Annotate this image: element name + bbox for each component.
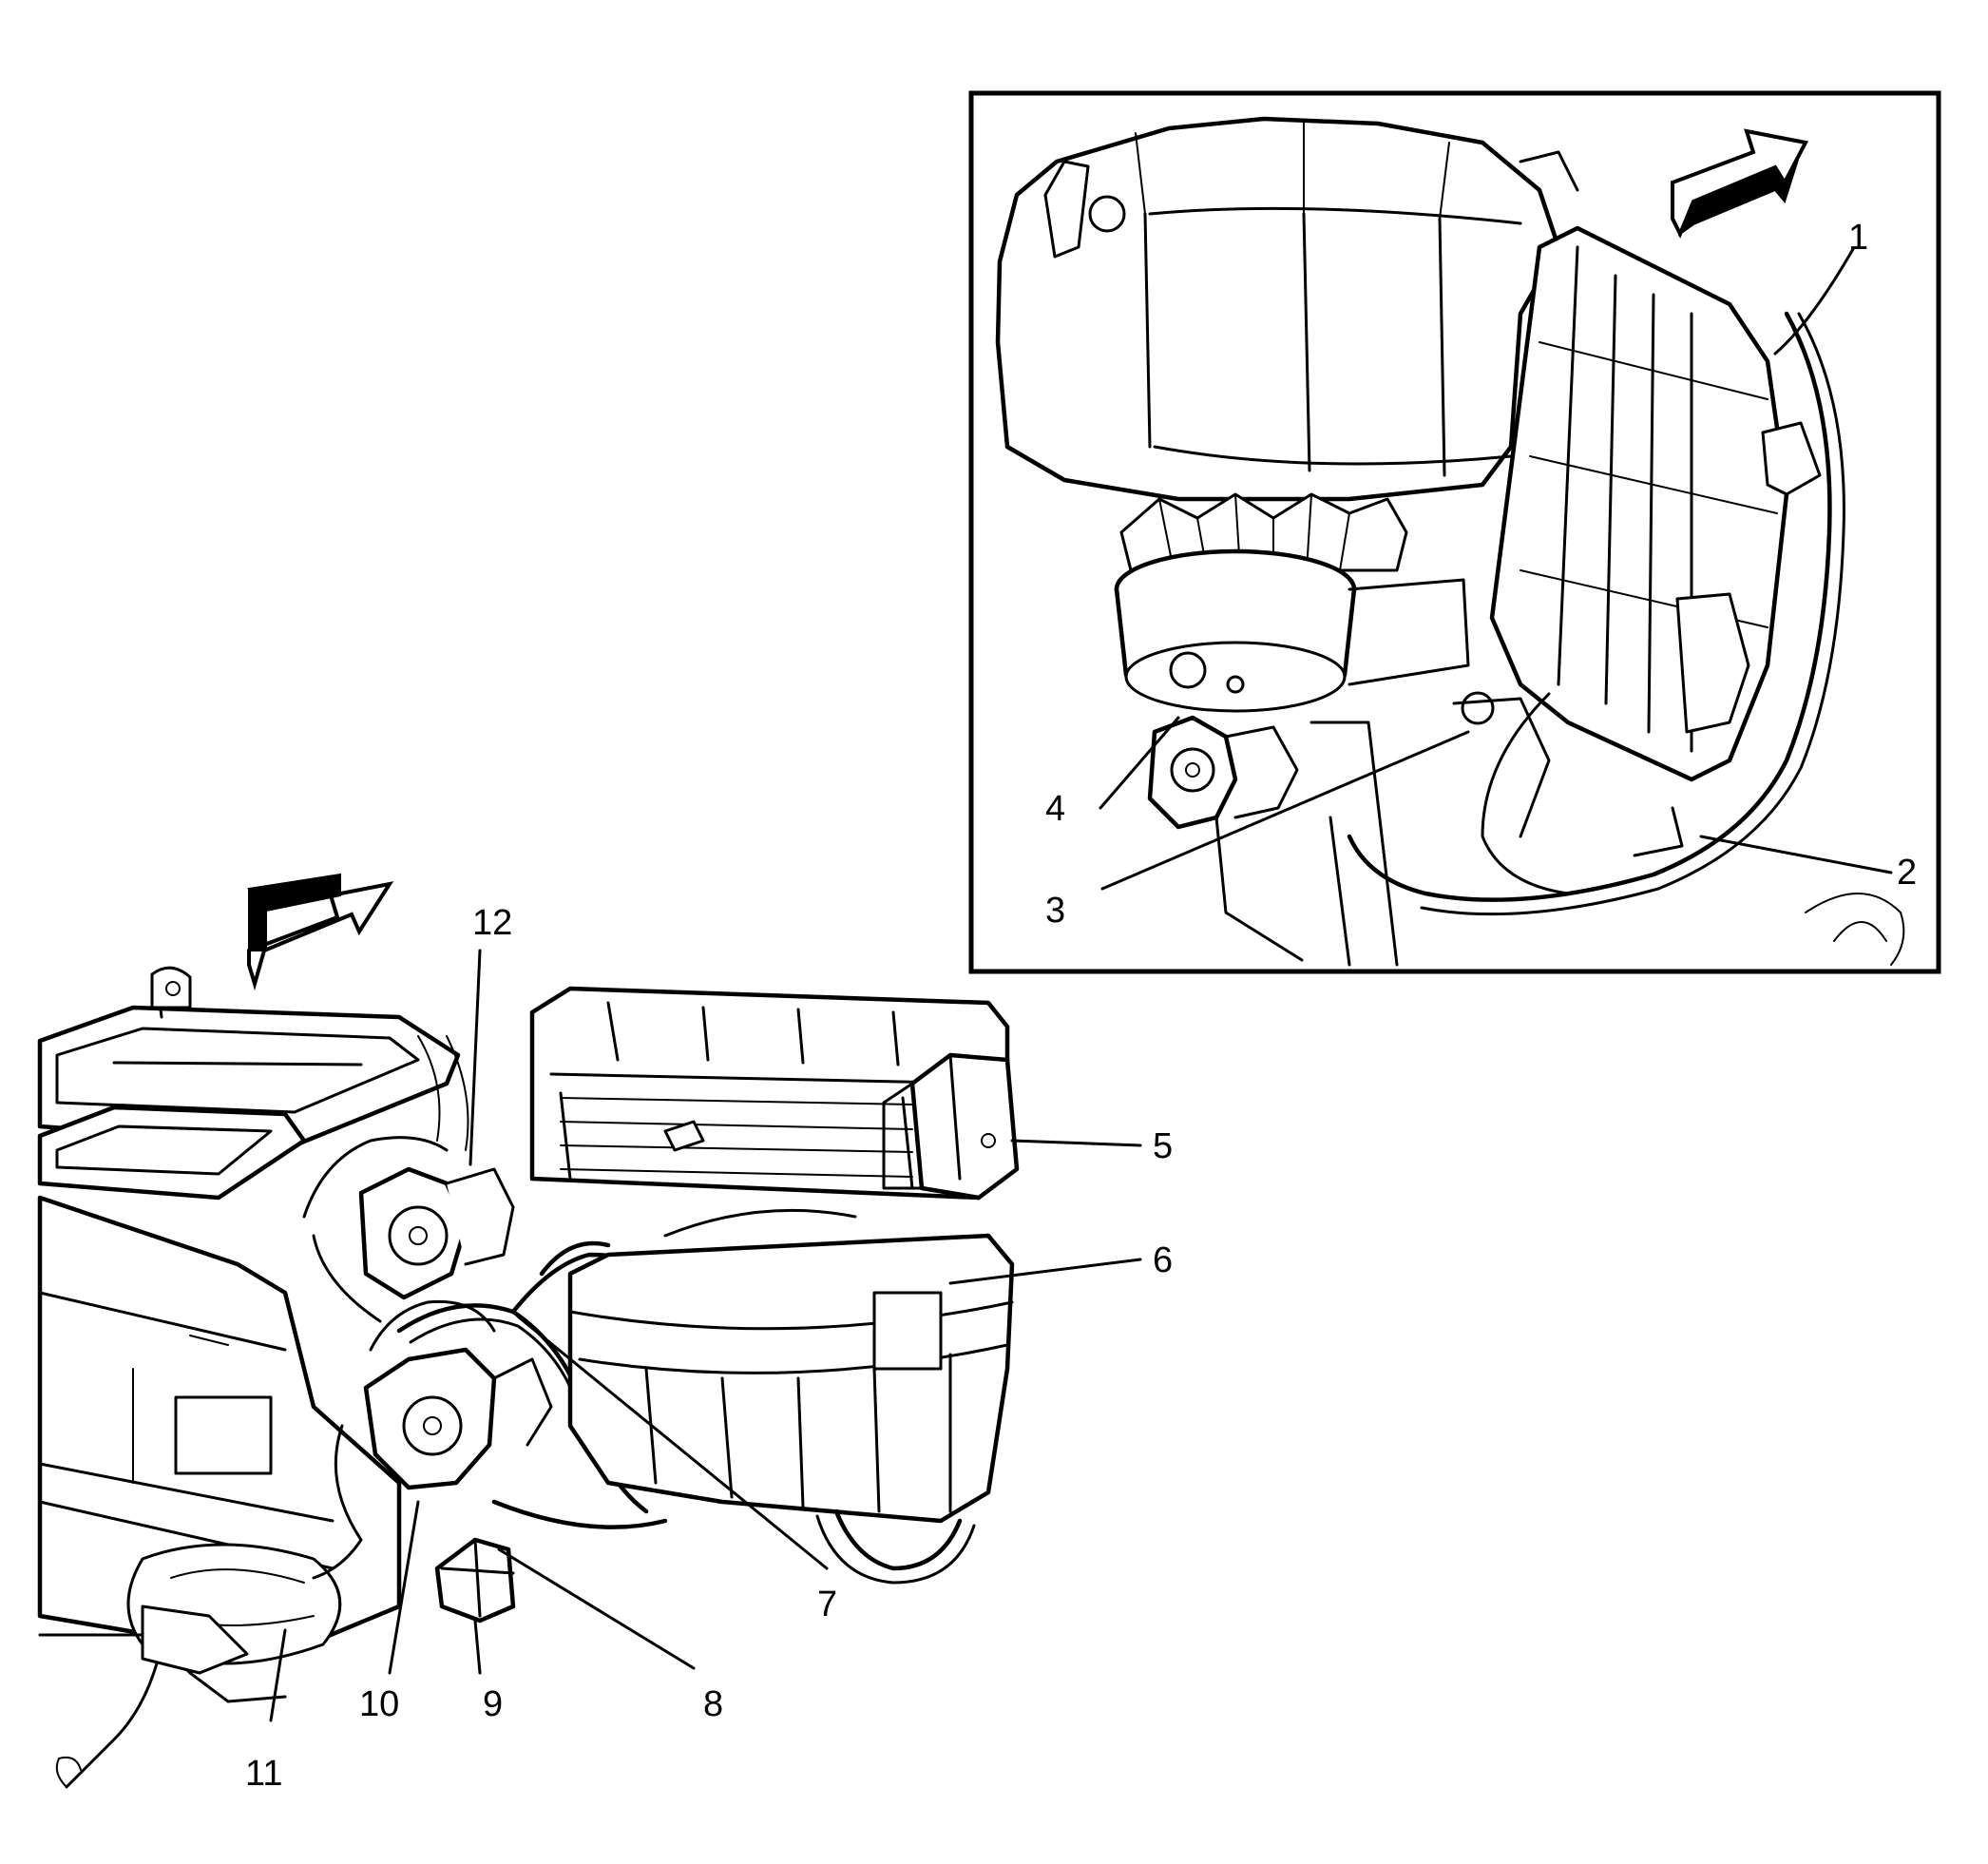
- main-assembly-view: 12 5 6 7 8 9 10 11: [37, 873, 1173, 1794]
- inset-blower-housing: [995, 116, 1579, 502]
- main-lower-actuator: [312, 1299, 553, 1580]
- callout-3: 3: [1045, 891, 1065, 931]
- inset-lower-structure: [1309, 697, 1905, 967]
- callout-4: 4: [1045, 789, 1065, 829]
- main-refrigerant-lines: [491, 1240, 976, 1585]
- inset-blower-motor: [1114, 548, 1470, 713]
- main-blower-case: [567, 1208, 1015, 1524]
- callout-1: 1: [1848, 218, 1868, 258]
- inset-detail-view: 1 2 3 4: [968, 90, 1941, 974]
- callout-2: 2: [1897, 853, 1917, 893]
- main-evaporator-core: [529, 986, 1010, 1201]
- main-heater-housing: [37, 1195, 402, 1703]
- callout-9: 9: [483, 1684, 503, 1724]
- callout-5: 5: [1153, 1126, 1173, 1166]
- main-upper-actuator: [302, 1136, 515, 1323]
- inset-duct-housing: [1489, 225, 1789, 782]
- main-temp-actuator: [434, 1537, 516, 1624]
- callout-12: 12: [472, 903, 512, 943]
- inset-leader-lines: [1099, 247, 1893, 891]
- main-mode-actuator: [882, 1052, 1020, 1201]
- callout-8: 8: [703, 1684, 723, 1724]
- callout-10: 10: [359, 1684, 399, 1724]
- forward-direction-arrow-icon: [1671, 128, 1809, 239]
- callout-7: 7: [817, 1585, 837, 1624]
- callout-6: 6: [1153, 1240, 1173, 1280]
- callout-11: 11: [245, 1754, 282, 1794]
- main-instrument-duct: [37, 966, 461, 1201]
- main-floor-outlet: [55, 1605, 249, 1789]
- main-leader-lines: [269, 949, 1142, 1722]
- forward-direction-arrow-icon: [247, 873, 394, 991]
- inset-wiring-harness: [1347, 311, 1845, 916]
- inset-actuator: [1147, 715, 1304, 962]
